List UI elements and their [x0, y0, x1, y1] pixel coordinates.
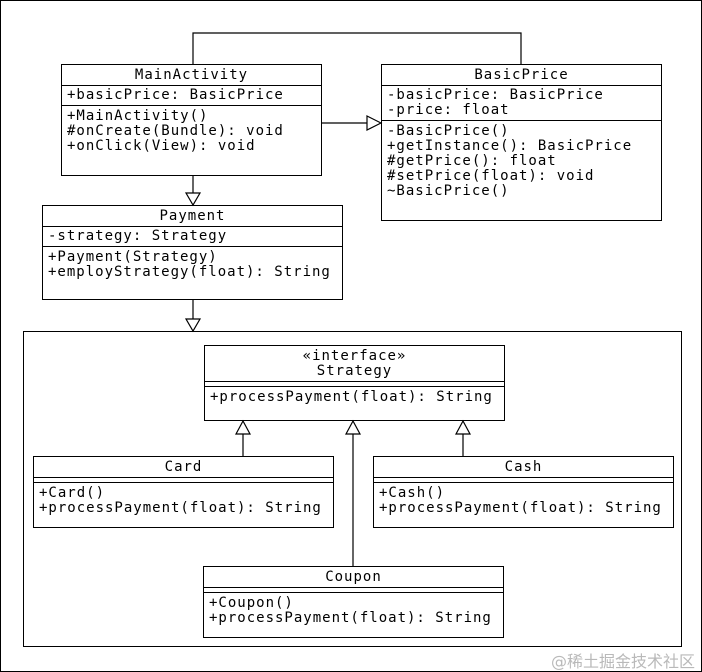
class-box-cash: Cash +Cash()+processPayment(float): Stri…	[373, 456, 674, 528]
attributes-compartment-empty	[204, 588, 503, 593]
attributes-compartment-empty	[205, 382, 504, 387]
member-row: -strategy: Strategy	[48, 228, 228, 244]
member-row: +processPayment(float): String	[379, 500, 662, 516]
member-row: +processPayment(float): String	[39, 500, 322, 516]
methods-compartment: +Payment(Strategy)+employStrategy(float)…	[43, 247, 342, 299]
attributes-compartment-empty	[374, 478, 673, 483]
member-row: +employStrategy(float): String	[48, 264, 331, 280]
association-mainactivity-basicprice-top	[192, 32, 522, 64]
member-row: -BasicPrice()	[387, 123, 510, 139]
hollow-triangle-right	[366, 115, 383, 131]
attributes-compartment-empty	[34, 478, 333, 483]
member-row: +MainActivity()	[67, 108, 209, 124]
member-row: -basicPrice: BasicPrice	[387, 87, 604, 103]
member-row: #onCreate(Bundle): void	[67, 123, 284, 139]
member-row: -price: float	[387, 102, 510, 118]
methods-compartment: +processPayment(float): String	[205, 387, 504, 420]
member-row: +Coupon()	[209, 595, 294, 611]
methods-compartment: +Coupon()+processPayment(float): String	[204, 593, 503, 637]
methods-compartment: +Cash()+processPayment(float): String	[374, 483, 673, 527]
class-box-payment: Payment -strategy: Strategy +Payment(Str…	[42, 205, 343, 300]
member-row: +Cash()	[379, 485, 446, 501]
watermark-text: @稀土掘金技术社区	[550, 652, 695, 671]
class-title-card: Card	[34, 457, 333, 478]
class-title-cash: Cash	[374, 457, 673, 478]
methods-compartment: -BasicPrice()+getInstance(): BasicPrice#…	[382, 121, 661, 220]
class-box-mainactivity: MainActivity +basicPrice: BasicPrice +Ma…	[61, 64, 322, 176]
member-row: #setPrice(float): void	[387, 168, 595, 184]
stereotype-label: «interface»	[302, 348, 407, 364]
class-box-coupon: Coupon +Coupon()+processPayment(float): …	[203, 566, 504, 638]
hollow-triangle-down	[184, 318, 202, 333]
member-row: +processPayment(float): String	[210, 389, 493, 405]
member-row: +Payment(Strategy)	[48, 249, 218, 265]
interface-title-strategy: «interface» Strategy	[205, 346, 504, 382]
interface-box-strategy: «interface» Strategy +processPayment(flo…	[204, 345, 505, 421]
member-row: ~BasicPrice()	[387, 183, 510, 199]
hollow-triangle-down	[184, 192, 202, 207]
member-row: +Card()	[39, 485, 106, 501]
class-box-basicprice: BasicPrice -basicPrice: BasicPrice-price…	[381, 64, 662, 221]
class-title-coupon: Coupon	[204, 567, 503, 588]
member-row: +processPayment(float): String	[209, 610, 492, 626]
class-title-payment: Payment	[43, 206, 342, 227]
member-row: +onClick(View): void	[67, 138, 256, 154]
member-row: #getPrice(): float	[387, 153, 557, 169]
class-title-basicprice: BasicPrice	[382, 65, 661, 86]
class-title-mainactivity: MainActivity	[62, 65, 321, 86]
attributes-compartment: -strategy: Strategy	[43, 227, 342, 247]
member-row: +getInstance(): BasicPrice	[387, 138, 633, 154]
methods-compartment: +MainActivity()#onCreate(Bundle): void+o…	[62, 106, 321, 175]
methods-compartment: +Card()+processPayment(float): String	[34, 483, 333, 527]
attributes-compartment: -basicPrice: BasicPrice-price: float	[382, 86, 661, 121]
interface-name: Strategy	[316, 363, 393, 379]
class-box-card: Card +Card()+processPayment(float): Stri…	[33, 456, 334, 528]
attributes-compartment: +basicPrice: BasicPrice	[62, 86, 321, 106]
member-row: +basicPrice: BasicPrice	[67, 87, 284, 103]
